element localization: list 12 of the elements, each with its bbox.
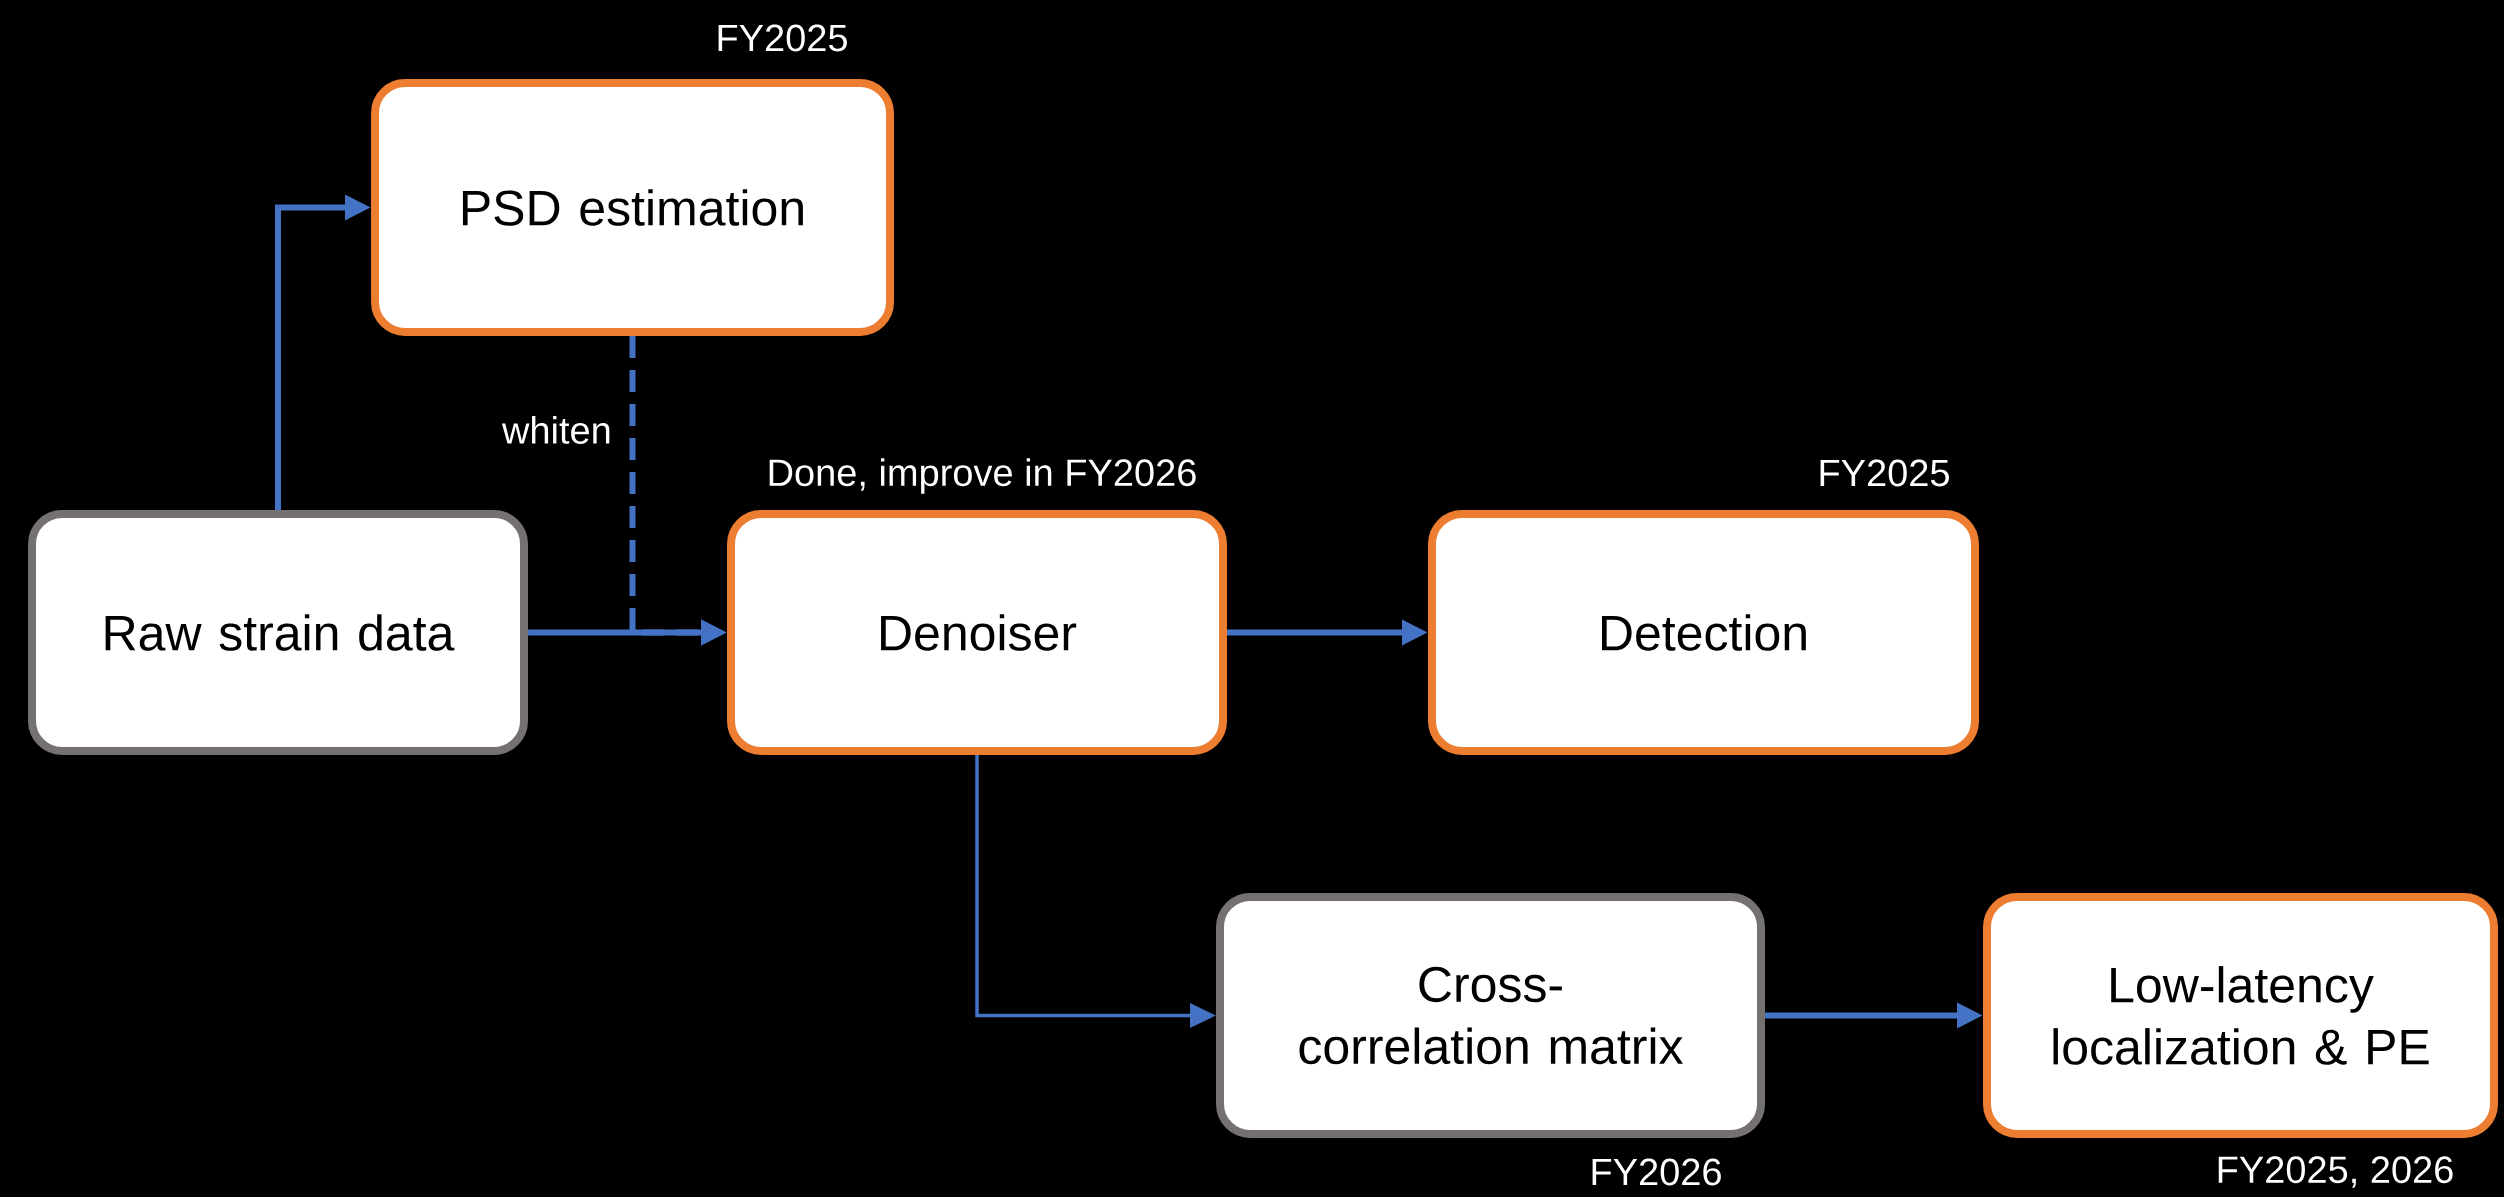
beside-label: FY2025 [718,24,847,52]
beside-label: FY2025 [1820,459,1949,487]
process-box: PSD estimation [371,79,894,336]
beside-label: FY2025, 2026 [2218,1156,2453,1188]
process-box: Cross-correlation matrix [1216,893,1765,1138]
beside-label: Done, improve in FY2026 [769,458,1196,494]
process-box: Raw strain data [28,510,528,755]
beside-label: FY2026 [1592,1158,1721,1186]
edge-label: whiten [501,416,610,444]
process-box: Detection [1428,510,1979,755]
process-box: Low-latency localization & PE [1983,893,2498,1138]
process-box: Denoiser [727,510,1227,755]
